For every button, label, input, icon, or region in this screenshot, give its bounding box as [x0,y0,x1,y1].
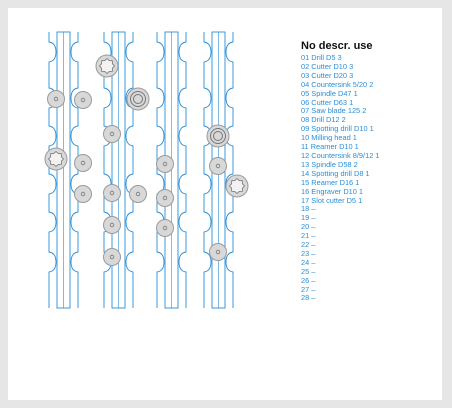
tool-hole-icon [109,254,115,260]
tool-list-item[interactable]: 25 – [301,266,316,276]
tool-list-item[interactable]: 13 Spindle D58 2 [301,159,358,169]
tool-holder[interactable] [95,54,119,78]
tool-hole-icon [215,163,221,169]
tool-disc [156,219,174,237]
tool-list-item[interactable]: 10 Milling head 1 [301,133,357,143]
ring-inner-icon [133,94,143,104]
gear-icon [98,57,116,75]
tool-disc [156,155,174,173]
tool-hole-icon [162,195,168,201]
tool-holder[interactable] [156,155,174,173]
tool-hole-icon [215,249,221,255]
rail-clip-left [203,32,212,308]
tool-holder[interactable] [126,87,150,111]
tool-list-title: No descr. use [301,40,373,52]
tool-hole-icon [109,190,115,196]
tool-list-item[interactable]: 06 Cutter D63 1 [301,97,354,107]
tool-hole-icon [80,191,86,197]
tool-disc [209,157,227,175]
tool-list-item[interactable]: 03 Cutter D20 3 [301,70,354,80]
ring-outer-icon [130,91,146,107]
tool-disc [74,154,92,172]
tool-list-item[interactable]: 02 Cutter D10 3 [301,61,354,71]
tool-disc [156,189,174,207]
tool-holder[interactable] [74,154,92,172]
gear-icon [47,150,65,168]
tool-hole-icon [162,225,168,231]
tool-list-item[interactable]: 20 – [301,222,316,232]
tool-hole-icon [109,222,115,228]
tool-list-item[interactable]: 24 – [301,257,316,267]
tool-rack-diagram [44,31,249,309]
tool-holder[interactable] [74,185,92,203]
tool-hole-icon [162,161,168,167]
tool-holder[interactable] [103,125,121,143]
tool-hole-icon [80,97,86,103]
tool-hole-icon [109,131,115,137]
tool-holder[interactable] [103,184,121,202]
tool-holder[interactable] [74,91,92,109]
rail-clip-right [125,32,134,308]
ring-outer-icon [210,128,226,144]
tool-list-item[interactable]: 19 – [301,213,316,223]
tool-disc [129,185,147,203]
tool-list-item[interactable]: 09 Spotting drill D10 1 [301,124,374,134]
tool-hole-icon [80,160,86,166]
tool-disc [103,125,121,143]
tool-list-item[interactable]: 08 Drill D12 2 [301,115,346,125]
rail-clip-right [225,32,234,308]
tool-disc [74,91,92,109]
tool-list-item[interactable]: 01 Drill D5 3 [301,53,342,62]
tool-holder[interactable] [129,185,147,203]
tool-holder[interactable] [44,147,68,171]
tool-holder[interactable] [206,124,230,148]
tool-list-item[interactable]: 27 – [301,284,316,294]
tool-list-item[interactable]: 18 – [301,204,316,214]
tool-list-item[interactable]: 22 – [301,240,316,250]
tool-list-item[interactable]: 05 Spindle D47 1 [301,88,358,98]
tool-disc [47,90,65,108]
rail-clip-right [178,32,187,308]
tool-list-item[interactable]: 17 Slot cutter D5 1 [301,195,363,205]
tool-list-item[interactable]: 11 Reamer D10 1 [301,142,359,152]
tool-holder[interactable] [47,90,65,108]
tool-list-item[interactable]: 04 Countersink 5/20 2 [301,79,374,89]
tool-list-item[interactable]: 21 – [301,231,316,241]
tool-list-item[interactable]: 07 Saw blade 125 2 [301,106,367,116]
tool-list-item[interactable]: 14 Spotting drill D8 1 [301,168,370,178]
tool-list-item[interactable]: 12 Countersink 8/9/12 1 [301,150,380,160]
tool-holder[interactable] [156,219,174,237]
tool-holder[interactable] [209,157,227,175]
tool-hole-icon [53,96,59,102]
rail-clip-right [70,32,79,308]
tool-list-item[interactable]: 16 Engraver D10 1 [301,186,364,196]
tool-list-item[interactable]: 23 – [301,248,316,258]
tool-list-item[interactable]: 28 – [301,293,316,303]
tool-holder[interactable] [103,216,121,234]
tool-disc [103,248,121,266]
tool-disc [103,184,121,202]
tool-list-item[interactable]: 26 – [301,275,316,285]
tool-holder[interactable] [225,174,249,198]
tool-disc [103,216,121,234]
tool-disc [74,185,92,203]
ring-inner-icon [213,131,223,141]
tool-disc [209,243,227,261]
tool-holder[interactable] [209,243,227,261]
gear-icon [228,177,246,195]
tool-holder[interactable] [103,248,121,266]
tool-hole-icon [135,191,141,197]
tool-list-item[interactable]: 15 Reamer D16 1 [301,177,360,187]
tool-holder[interactable] [156,189,174,207]
